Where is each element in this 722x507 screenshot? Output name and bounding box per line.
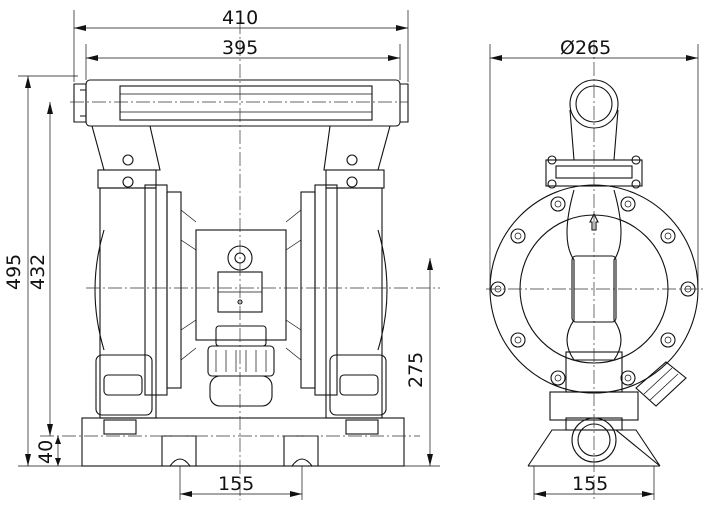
dim-overall-width: 410	[73, 7, 409, 82]
dim-foot-spacing-front-label: 155	[218, 473, 254, 495]
dim-diameter: Ø265	[489, 37, 699, 286]
dim-base-height-label: 40	[35, 440, 57, 464]
dim-outlet-height-label: 275	[405, 352, 427, 388]
right-chamber	[285, 125, 391, 419]
dim-overall-height: 495	[3, 75, 82, 467]
side-lower-body	[549, 351, 687, 421]
dim-base-height: 40	[35, 436, 61, 466]
side-flange-bolts	[490, 196, 696, 386]
dim-outlet-height: 275	[404, 258, 440, 467]
dim-foot-spacing-side: 155	[533, 466, 655, 500]
dim-foot-spacing-front: 155	[179, 466, 303, 500]
base	[81, 417, 405, 467]
dim-height-inner-label: 432	[27, 254, 49, 290]
muffler	[207, 325, 275, 407]
dim-diameter-label: Ø265	[560, 37, 611, 59]
top-manifold	[73, 79, 409, 127]
left-chamber	[91, 125, 197, 419]
front-centerlines	[40, 20, 440, 500]
dim-overall-height-label: 495	[3, 254, 25, 290]
side-view: Ø265 155	[486, 37, 704, 500]
side-centerlines	[486, 40, 704, 500]
dim-frame-width-label: 395	[222, 37, 258, 59]
dim-height-inner: 432	[27, 102, 53, 436]
centre-body	[195, 229, 287, 341]
front-view: 410 395 495 432	[3, 7, 440, 500]
dim-foot-spacing-side-label: 155	[572, 473, 608, 495]
side-base	[527, 417, 661, 467]
dim-overall-width-label: 410	[222, 7, 258, 29]
dim-frame-width: 395	[85, 37, 401, 80]
